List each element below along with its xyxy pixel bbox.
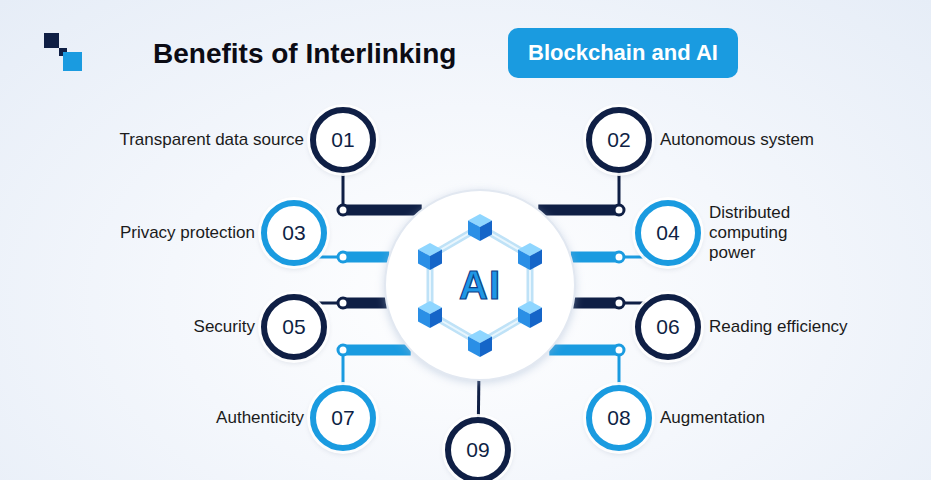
connector-bar (343, 345, 411, 356)
connector-dot (338, 205, 348, 215)
title-pill: Blockchain and AI (508, 28, 738, 78)
connector-bar (343, 298, 387, 309)
connector-bar (549, 345, 619, 356)
connector (338, 173, 422, 215)
connector-dot (338, 298, 348, 308)
cube (418, 243, 442, 270)
connector (317, 252, 390, 262)
callout-number: 08 (607, 406, 630, 430)
cube (468, 330, 492, 357)
callout-number: 07 (331, 406, 354, 430)
connector-line (477, 380, 480, 417)
cube (518, 243, 542, 270)
pill-text: Blockchain and AI (528, 40, 718, 65)
connector-dot (614, 252, 624, 262)
benefit-label: Authenticity (216, 408, 304, 428)
connector-dot (338, 252, 348, 262)
logo (44, 33, 82, 71)
cube (518, 301, 542, 328)
benefit-label: Autonomous system (660, 130, 814, 150)
hexagon-network (418, 214, 542, 357)
number-circle: 07Authenticity (310, 385, 376, 451)
benefit-label: Distributed computing power (709, 203, 809, 263)
hub-label: AI (459, 263, 501, 308)
callout-number: 04 (656, 221, 679, 245)
center-circle (385, 190, 575, 380)
connector-dot (614, 298, 624, 308)
cube (418, 301, 442, 328)
benefit-label: Privacy protection (120, 223, 255, 243)
callout-number: 05 (282, 315, 305, 339)
number-circle: 01Transparent data source (310, 107, 376, 173)
number-circle: 03Privacy protection (261, 200, 327, 266)
number-circle: 05Security (261, 294, 327, 360)
connector (317, 298, 387, 308)
connector (573, 298, 645, 308)
connector (571, 252, 646, 262)
connector-bar (573, 298, 619, 309)
callout-number: 02 (607, 128, 630, 152)
connector (338, 345, 411, 385)
callout-number: 06 (656, 315, 679, 339)
number-circle: 08Augmentation (586, 385, 652, 451)
connector (478, 380, 479, 417)
connector-dot (338, 345, 348, 355)
number-circle: 06Reading efficiency (635, 294, 701, 360)
connector-dot (614, 345, 624, 355)
benefit-label: Transparent data source (119, 130, 304, 150)
center-hub: AI (385, 190, 575, 380)
number-circle: 04Distributed computing power (635, 200, 701, 266)
callout-number: 03 (282, 221, 305, 245)
connector-bar (343, 205, 422, 216)
connector-bar (571, 252, 619, 263)
connector (538, 173, 624, 215)
connector-dot (614, 205, 624, 215)
connector (549, 345, 624, 385)
title: Benefits of Interlinking (153, 38, 456, 70)
number-circle: 09 (445, 417, 511, 480)
callout-number: 01 (331, 128, 354, 152)
callout-number: 09 (466, 438, 489, 462)
benefit-label: Security (194, 317, 255, 337)
benefit-label: Reading efficiency (709, 317, 848, 337)
number-circle: 02Autonomous system (586, 107, 652, 173)
benefit-label: Augmentation (660, 408, 765, 428)
connector-bar (538, 205, 619, 216)
cube (468, 214, 492, 241)
connector-bar (343, 252, 389, 263)
